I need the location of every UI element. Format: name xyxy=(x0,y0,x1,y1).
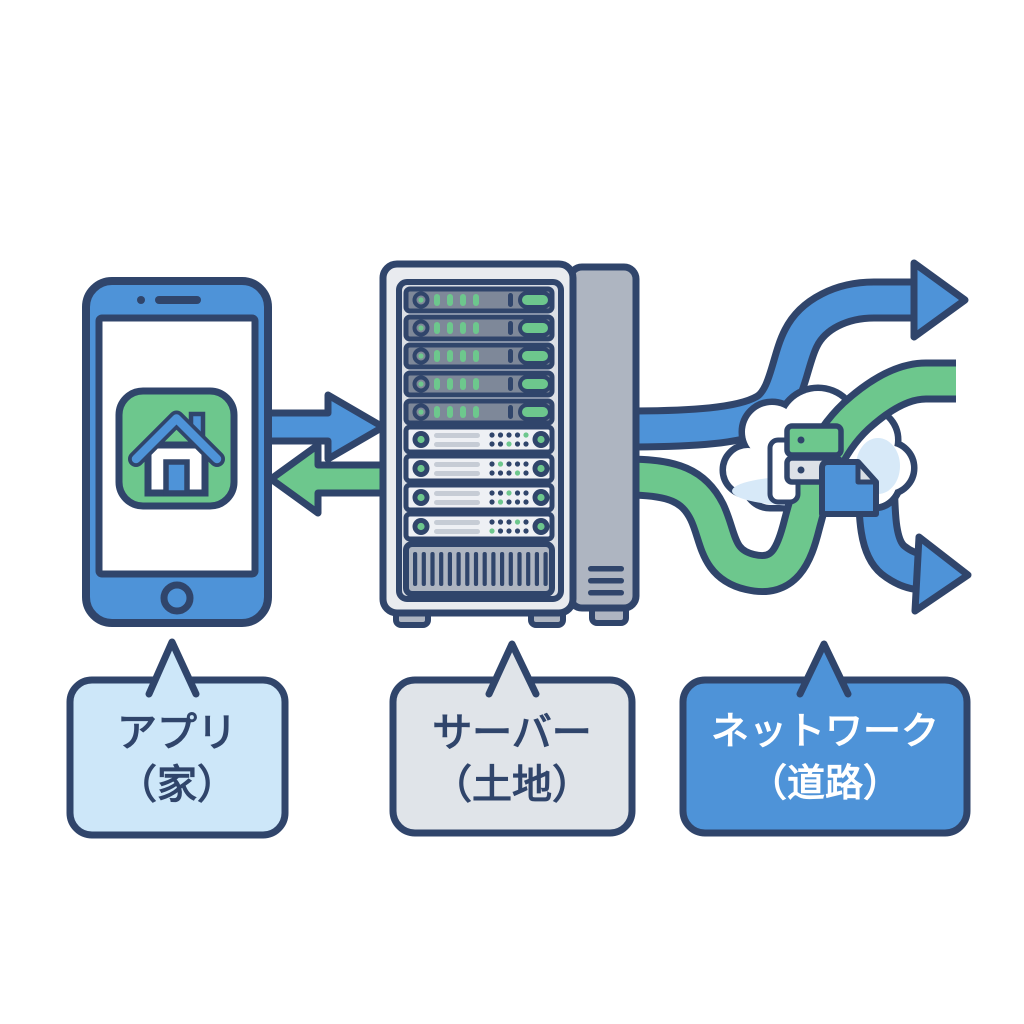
bubble-tail xyxy=(796,640,852,698)
label-server-line2: （土地） xyxy=(432,762,592,808)
label-app-line2: （家） xyxy=(117,762,237,808)
vent-grille xyxy=(403,541,555,597)
label-network-line1: ネットワーク xyxy=(711,709,939,753)
home-app-icon xyxy=(115,387,238,510)
label-server-line1: サーバー xyxy=(432,710,592,756)
home-button xyxy=(160,581,194,615)
phone-camera-dot xyxy=(137,296,145,304)
label-bubble-server: サーバー （土地） xyxy=(389,640,636,837)
document-icon xyxy=(819,459,879,517)
server-rack-icon xyxy=(379,260,640,628)
label-network-line2: （道路） xyxy=(749,761,901,805)
phone-speaker-bar xyxy=(155,296,201,304)
bubble-tail xyxy=(145,638,200,698)
network-cluster xyxy=(625,259,972,615)
network-branch-right-band xyxy=(625,359,956,595)
server-side-vents xyxy=(588,566,624,596)
server-unit-row xyxy=(403,286,555,426)
smartphone xyxy=(82,277,272,627)
house-icon xyxy=(128,410,225,497)
label-app-line1: アプリ xyxy=(117,710,237,756)
server-side-panel xyxy=(566,263,640,612)
arrow-server-to-app xyxy=(267,441,394,517)
server-unit-row xyxy=(403,424,555,542)
bubble-tail xyxy=(485,640,540,698)
arrow-app-to-server xyxy=(262,391,387,463)
label-bubble-app: アプリ （家） xyxy=(66,638,289,839)
label-bubble-network: ネットワーク （道路） xyxy=(679,640,971,837)
network-branch-top-arrow xyxy=(625,259,969,451)
